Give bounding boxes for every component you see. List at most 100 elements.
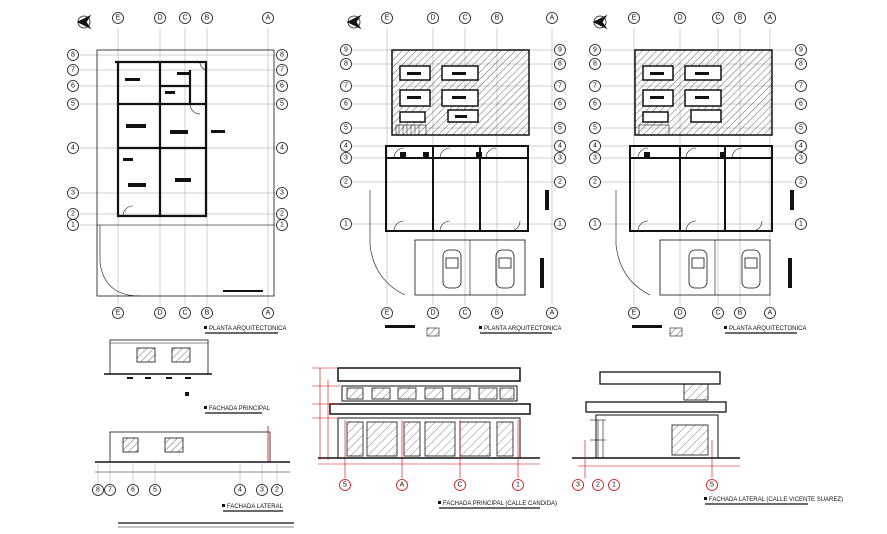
grid-bubble-p2-right-0-circle: [554, 44, 566, 56]
grid-bubble-p2-right-7-label: 2: [558, 179, 562, 186]
grid-bubble-p2-bottom-2-label: C: [462, 310, 467, 317]
grid-bubble-p1-top-0-circle: [112, 12, 124, 24]
plan-ground-floor: [80, 28, 285, 305]
grid-bubble-p3-right-6-label: 3: [799, 155, 803, 162]
grid-bubble-p1-bottom-1-circle: [154, 307, 166, 319]
grid-bubble-p3-right-5-label: 4: [799, 143, 803, 150]
grid-bubble-p2-top-1-circle: [427, 12, 439, 24]
grid-bubble-p1-left-2-label: 6: [71, 83, 75, 90]
grid-bubble-p1-bottom-0-circle: [112, 307, 124, 319]
grid-bubble-p3-right-0-label: 9: [799, 47, 803, 54]
grid-bubble-small-side-3-circle: [149, 484, 161, 496]
grid-bubble-side-2-label: 1: [612, 482, 616, 489]
grid-bubble-p1-right-5-label: 3: [280, 190, 284, 197]
grid-bubble-p1-top-2-circle: [179, 12, 191, 24]
grid-bubble-p1-top-3-label: B: [205, 15, 210, 22]
grid-bubble-p1-left-1-label: 7: [71, 67, 75, 74]
north-arrow-2: [346, 14, 362, 30]
grid-bubble-p2-top-4-circle: [546, 12, 558, 24]
grid-bubble-p1-right-2-circle: [276, 80, 288, 92]
grid-bubble-p2-left-3-circle: [340, 98, 352, 110]
grid-bubble-side-3-label: 5: [710, 482, 714, 489]
grid-bubble-p3-bottom-3-label: B: [738, 310, 743, 317]
grid-bubble-p2-bottom-1-label: D: [430, 310, 435, 317]
grid-bubble-p2-left-1-circle: [340, 58, 352, 70]
caption-plan-ground: PLANTA ARQUITECTONICA: [209, 326, 286, 332]
grid-bubble-p2-top-0-circle: [381, 12, 393, 24]
grid-bubble-p3-left-2-circle: [589, 80, 601, 92]
grid-bubble-p2-left-5-label: 4: [344, 143, 348, 150]
grid-bubble-p3-left-7-label: 2: [593, 179, 597, 186]
grid-bubble-p2-top-1-label: D: [430, 15, 435, 22]
grid-bubble-p3-left-4-circle: [589, 122, 601, 134]
grid-bubble-p2-left-2-label: 7: [344, 83, 348, 90]
grid-bubble-p2-bottom-0-label: E: [385, 310, 390, 317]
grid-bubble-p1-left-7-circle: [67, 219, 79, 231]
grid-bubble-p1-top-1-label: D: [157, 15, 162, 22]
grid-bubble-p1-right-3-label: 5: [280, 101, 284, 108]
grid-bubble-p3-right-7-circle: [795, 176, 807, 188]
grid-bubble-p1-left-5-circle: [67, 187, 79, 199]
grid-bubble-p3-left-0-circle: [589, 44, 601, 56]
grid-bubble-p3-right-5-circle: [795, 140, 807, 152]
grid-bubble-p3-top-4-circle: [764, 12, 776, 24]
grid-bubble-p1-right-3-circle: [276, 98, 288, 110]
front-elevation: [312, 367, 540, 478]
grid-bubble-p2-right-7-circle: [554, 176, 566, 188]
grid-bubble-p1-right-4-label: 4: [280, 145, 284, 152]
grid-bubble-p1-left-3-label: 5: [71, 101, 75, 108]
grid-bubble-p2-top-3-circle: [491, 12, 503, 24]
grid-bubble-p3-bottom-4-circle: [764, 307, 776, 319]
grid-bubble-p2-left-5-circle: [340, 140, 352, 152]
grid-bubble-p1-right-0-label: 8: [280, 52, 284, 59]
grid-bubble-p2-left-4-label: 5: [344, 125, 348, 132]
grid-bubble-p3-left-4-label: 5: [593, 125, 597, 132]
grid-bubble-p3-right-6-circle: [795, 152, 807, 164]
grid-bubble-side-3-circle: [706, 479, 718, 491]
grid-bubble-side-0-label: 3: [576, 482, 580, 489]
grid-bubble-p1-right-0-circle: [276, 49, 288, 61]
grid-bubble-p1-right-6-label: 2: [280, 211, 284, 218]
grid-bubble-side-2-circle: [608, 479, 620, 491]
grid-bubble-p2-bottom-0-circle: [381, 307, 393, 319]
grid-bubble-p2-top-3-label: B: [495, 15, 500, 22]
grid-bubble-p2-top-2-circle: [459, 12, 471, 24]
grid-bubble-p3-top-4-label: A: [768, 15, 773, 22]
grid-bubble-p1-top-4-circle: [262, 12, 274, 24]
grid-bubble-p3-bottom-1-label: D: [677, 310, 682, 317]
grid-bubble-p1-left-6-label: 2: [71, 211, 75, 218]
grid-bubble-p1-top-3-circle: [201, 12, 213, 24]
grid-bubble-p3-top-1-circle: [674, 12, 686, 24]
grid-bubble-p3-left-0-label: 9: [593, 47, 597, 54]
grid-bubble-p2-right-6-label: 3: [558, 155, 562, 162]
grid-bubble-p3-right-4-label: 5: [799, 125, 803, 132]
grid-bubble-p3-left-6-circle: [589, 152, 601, 164]
grid-bubble-p2-top-2-label: C: [462, 15, 467, 22]
grid-bubble-p2-left-2-circle: [340, 80, 352, 92]
caption-small-side: FACHADA LATERAL: [227, 504, 284, 510]
grid-bubble-p3-bottom-0-circle: [628, 307, 640, 319]
grid-bubble-front-1-circle: [396, 479, 408, 491]
grid-bubble-p1-left-4-label: 4: [71, 145, 75, 152]
grid-bubble-p3-left-8-label: 1: [593, 221, 597, 228]
grid-bubble-p2-left-8-circle: [340, 218, 352, 230]
grid-bubble-p2-bottom-2-circle: [459, 307, 471, 319]
grid-bubble-p2-left-6-label: 3: [344, 155, 348, 162]
grid-bubble-p3-top-0-label: E: [632, 15, 637, 22]
grid-bubble-front-0-circle: [339, 479, 351, 491]
grid-bubble-p3-top-2-circle: [712, 12, 724, 24]
grid-bubble-p2-bottom-3-circle: [491, 307, 503, 319]
grid-bubble-p3-bottom-4-label: A: [768, 310, 773, 317]
grid-bubble-small-side-5-circle: [256, 484, 268, 496]
grid-bubble-p3-left-8-circle: [589, 218, 601, 230]
grid-bubble-p3-top-0-circle: [628, 12, 640, 24]
grid-bubble-p2-left-4-circle: [340, 122, 352, 134]
grid-bubble-p1-left-0-circle: [67, 49, 79, 61]
grid-bubble-p2-left-7-label: 2: [344, 179, 348, 186]
grid-bubble-p3-right-0-circle: [795, 44, 807, 56]
north-arrow-1: [76, 14, 92, 30]
grid-bubble-p3-right-8-label: 1: [799, 221, 803, 228]
grid-bubble-small-side-6-label: 2: [275, 487, 279, 494]
